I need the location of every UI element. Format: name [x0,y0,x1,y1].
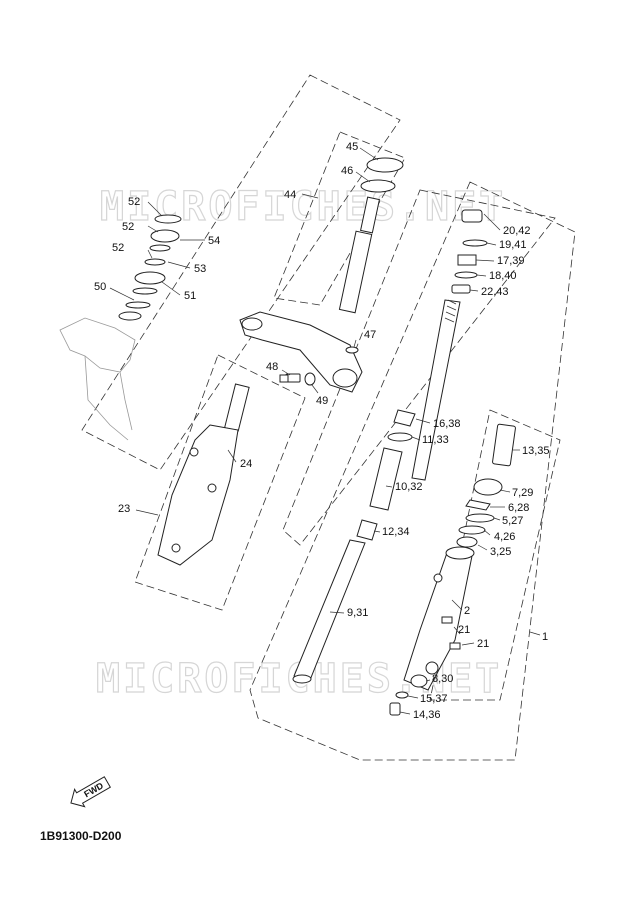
label-24: 24 [240,458,252,470]
label-10-32: 10,32 [395,481,423,493]
watermark-top: MICROFICHES.NET [100,184,506,230]
label-11-33: 11,33 [422,434,449,446]
bolt-48 [279,346,359,386]
label-5-27: 5,27 [502,515,523,527]
label-3-25: 3,25 [490,546,511,558]
steering-stem [239,157,404,393]
label-50: 50 [94,281,106,293]
inner-fork-components [292,209,488,684]
label-46: 46 [341,165,353,177]
label-18-40: 18,40 [489,270,517,282]
bearing-stack [118,214,182,321]
right-fork-assembly [389,423,516,716]
label-45: 45 [346,141,358,153]
label-12-34: 12,34 [382,526,410,538]
label-22-43: 22,43 [481,286,509,298]
diagram-code: 1B91300-D200 [40,829,122,843]
label-52-low: 52 [112,242,124,254]
label-4-26: 4,26 [494,531,515,543]
label-44: 44 [284,189,296,201]
label-9-31: 9,31 [347,607,368,619]
label-7-29: 7,29 [512,487,533,499]
label-51: 51 [184,290,196,302]
label-8-30: 8,30 [432,673,453,685]
label-14-36: 14,36 [413,709,441,721]
label-13-35: 13,35 [522,445,550,457]
label-20-42: 20,42 [503,225,531,237]
leader-lines [109,147,541,715]
label-52-top: 52 [128,196,140,208]
label-21-b: 21 [477,638,489,650]
label-23: 23 [118,503,130,515]
bearing-group-outline [81,74,401,471]
label-53: 53 [194,263,206,275]
left-fork-assembly [157,383,250,566]
label-17-39: 17,39 [497,255,525,267]
label-15-37: 15,37 [420,693,448,705]
label-16-38: 16,38 [433,418,461,430]
label-52-mid: 52 [122,221,134,233]
left-fork-outline [134,354,306,611]
label-47: 47 [364,329,376,341]
inner-tube-outline [282,189,556,546]
frame-head-sketch [59,317,136,441]
label-1: 1 [542,631,548,643]
fwd-arrow-icon: FWD [70,776,112,808]
label-48: 48 [266,361,278,373]
label-19-41: 19,41 [499,239,527,251]
right-fork-outline [249,181,576,761]
label-49: 49 [316,395,328,407]
label-2: 2 [464,605,470,617]
label-6-28: 6,28 [508,502,529,514]
label-54: 54 [208,235,220,247]
label-21-a: 21 [458,624,470,636]
